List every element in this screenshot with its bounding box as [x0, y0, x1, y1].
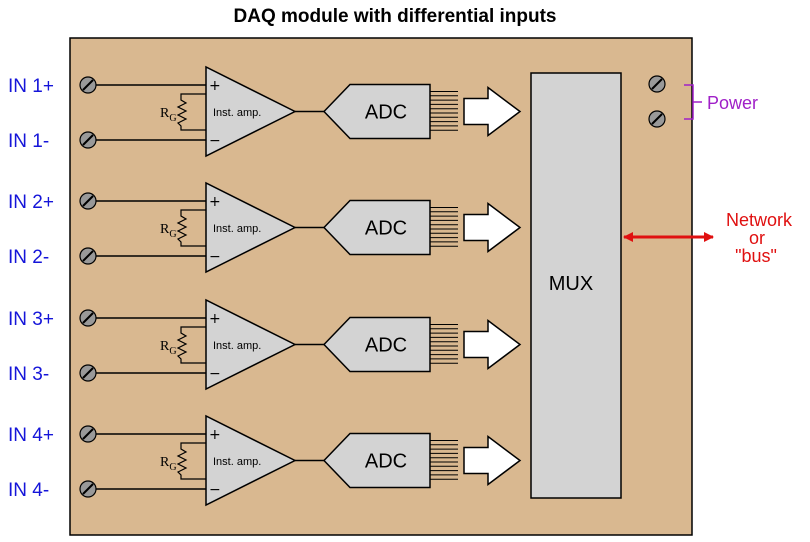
input-label-4-neg: IN 4-	[8, 480, 49, 501]
adc-block-4: ADC	[322, 432, 431, 489]
minus-sign-4: −	[209, 482, 221, 498]
gain-resistor-2: RG	[160, 209, 206, 247]
data-arrow-3	[463, 319, 522, 370]
inst-amp-4: Inst. amp. + −	[205, 414, 297, 507]
adc-label-4: ADC	[365, 451, 407, 473]
inst-amp-3: Inst. amp. + −	[205, 298, 297, 391]
screw-terminal-4-pos	[79, 425, 97, 443]
minus-sign-2: −	[209, 249, 221, 265]
channel-3: IN 3+ IN 3- RG Inst. amp. + − ADC	[8, 298, 522, 391]
input-label-2-pos: IN 2+	[8, 192, 54, 213]
rg-label-4: RG	[160, 455, 177, 473]
screw-terminal-3-neg	[79, 364, 97, 382]
inst-amp-label-1: Inst. amp.	[213, 107, 261, 119]
power-label: Power	[707, 93, 758, 113]
mux-label: MUX	[549, 273, 593, 295]
mux-block	[530, 72, 622, 499]
minus-sign-3: −	[209, 366, 221, 382]
input-label-1-neg: IN 1-	[8, 131, 49, 152]
network-label-line-2: or	[749, 228, 765, 248]
adc-block-3: ADC	[322, 316, 431, 373]
gain-resistor-3: RG	[160, 326, 206, 364]
inst-amp-label-4: Inst. amp.	[213, 456, 261, 468]
network-label-line-1: Network	[726, 210, 793, 230]
screw-terminal-3-pos	[79, 309, 97, 327]
inst-amp-label-2: Inst. amp.	[213, 223, 261, 235]
adc-data-lines-2	[430, 207, 458, 247]
rg-label-2: RG	[160, 222, 177, 240]
channel-2: IN 2+ IN 2- RG Inst. amp. + − ADC	[8, 181, 522, 274]
minus-sign-1: −	[209, 133, 221, 149]
gain-resistor-4: RG	[160, 442, 206, 480]
inst-amp-label-3: Inst. amp.	[213, 340, 261, 352]
inst-amp-2: Inst. amp. + −	[205, 181, 297, 274]
power-terminal-2	[648, 110, 666, 128]
power-bracket	[684, 84, 702, 120]
adc-label-2: ADC	[365, 218, 407, 240]
channel-4: IN 4+ IN 4- RG Inst. amp. + − ADC	[8, 414, 522, 507]
plus-sign-1: +	[209, 78, 221, 94]
network-label-line-3: "bus"	[735, 246, 777, 266]
adc-label-1: ADC	[365, 102, 407, 124]
screw-terminal-4-neg	[79, 480, 97, 498]
data-arrow-2	[463, 202, 522, 253]
gain-resistor-1: RG	[160, 93, 206, 131]
adc-data-lines-4	[430, 440, 458, 480]
input-label-4-pos: IN 4+	[8, 425, 54, 446]
screw-terminal-2-neg	[79, 247, 97, 265]
plus-sign-2: +	[209, 194, 221, 210]
diagram-title: DAQ module with differential inputs	[234, 6, 557, 27]
inst-amp-1: Inst. amp. + −	[205, 65, 297, 158]
adc-block-2: ADC	[322, 199, 431, 256]
plus-sign-4: +	[209, 427, 221, 443]
input-label-1-pos: IN 1+	[8, 76, 54, 97]
rg-label-3: RG	[160, 339, 177, 357]
input-label-3-neg: IN 3-	[8, 364, 49, 385]
input-label-3-pos: IN 3+	[8, 309, 54, 330]
channel-1: IN 1+ IN 1- RG Inst. amp. + − ADC	[8, 65, 522, 158]
screw-terminal-2-pos	[79, 192, 97, 210]
data-arrow-1	[463, 86, 522, 137]
adc-block-1: ADC	[322, 83, 431, 140]
data-arrow-4	[463, 435, 522, 486]
rg-label-1: RG	[160, 106, 177, 124]
screw-terminal-1-pos	[79, 76, 97, 94]
plus-sign-3: +	[209, 311, 221, 327]
input-label-2-neg: IN 2-	[8, 247, 49, 268]
power-terminal-1	[648, 75, 666, 93]
adc-data-lines-3	[430, 324, 458, 364]
adc-data-lines-1	[430, 91, 458, 131]
adc-label-3: ADC	[365, 335, 407, 357]
screw-terminal-1-neg	[79, 131, 97, 149]
